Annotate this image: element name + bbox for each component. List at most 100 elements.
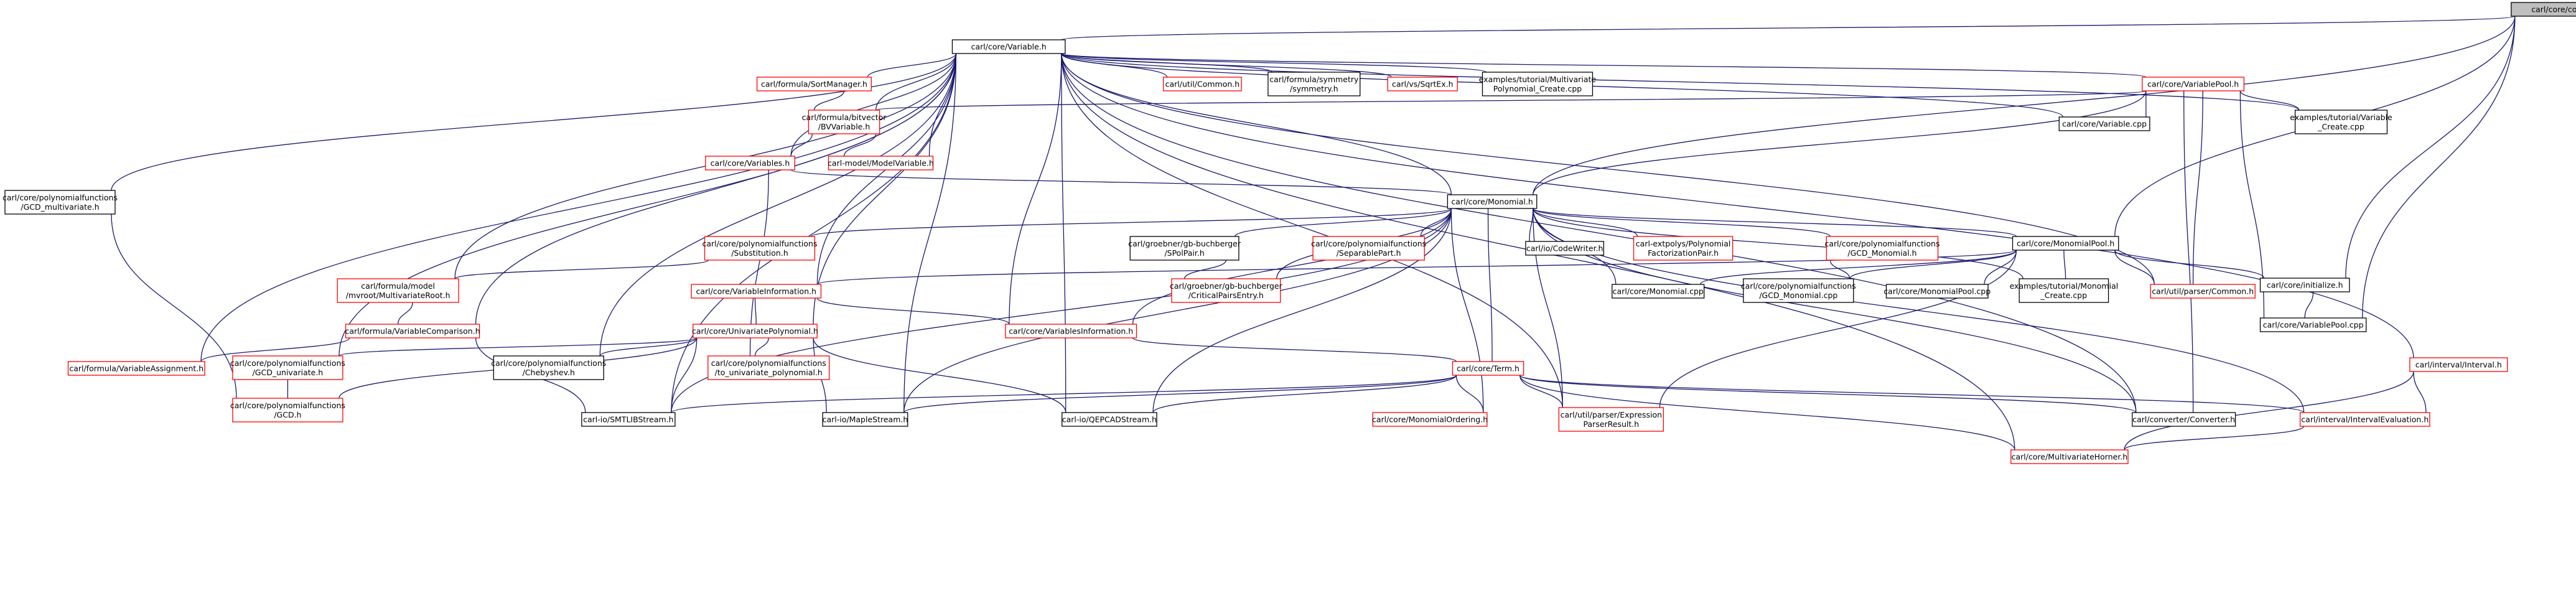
- node-SPolPair[interactable]: carl/groebner/gb-buchberger/SPolPair.h: [1128, 236, 1241, 261]
- node-Term_h[interactable]: carl/core/Term.h: [1452, 361, 1524, 376]
- node-box: [1129, 236, 1239, 261]
- node-Monomial_h[interactable]: carl/core/Monomial.h: [1447, 194, 1538, 209]
- node-GCD_Monomial_h[interactable]: carl/core/polynomialfunctions/GCD_Monomi…: [1824, 236, 1940, 261]
- node-GCD_univariate[interactable]: carl/core/polynomialfunctions/GCD_univar…: [230, 355, 345, 380]
- edge-UnivariatePolynomial-to-to_univariate: [754, 332, 772, 357]
- node-config[interactable]: carl/core/config.h: [2511, 2, 2576, 17]
- node-label: /mvroot/MultivariateRoot.h: [346, 291, 450, 300]
- node-ExpressionParserResult[interactable]: carl/util/parser/ExpressionParserResult.…: [1558, 407, 1664, 432]
- node-tut_multivariate[interactable]: examples/tutorial/MultivariatePolynomial…: [1479, 72, 1597, 96]
- node-box: [4, 190, 116, 215]
- node-label: carl/vs/SqrtEx.h: [1392, 80, 1454, 89]
- node-Converter[interactable]: carl/converter/Converter.h: [2132, 412, 2236, 427]
- node-SeparablePart[interactable]: carl/core/polynomialfunctions/SeparableP…: [1311, 236, 1426, 261]
- node-CodeWriter[interactable]: carl/io/CodeWriter.h: [1525, 241, 1605, 256]
- node-Variable_h[interactable]: carl/core/Variable.h: [951, 39, 1066, 54]
- edge-Variable_h-to-GCD_univariate: [338, 48, 959, 357]
- node-VariableComparison[interactable]: carl/formula/VariableComparison.h: [345, 324, 480, 339]
- edge-Term_h-to-MonomialOrdering: [1453, 370, 1484, 413]
- node-box: [1612, 284, 1705, 299]
- edge-MonomialPool_h-to-VariableInformation: [816, 245, 2020, 285]
- node-initialize[interactable]: carl/core/initialize.h: [2259, 278, 2350, 292]
- node-VariablePool_cpp[interactable]: carl/core/VariablePool.cpp: [2259, 317, 2367, 332]
- node-mvroot[interactable]: carl/formula/model/mvroot/MultivariateRo…: [337, 278, 459, 303]
- edge-VariableInformation-to-UnivariatePolynomial: [752, 292, 758, 325]
- node-box: [828, 156, 934, 171]
- edge-Variable_h-to-GCD_multivariate: [111, 48, 959, 191]
- edge-config-to-initialize: [2345, 11, 2518, 279]
- node-label: carl-io/SMTLIBStream.h: [583, 415, 673, 424]
- edge-VariablePool_h-to-BVVariable: [875, 85, 2150, 111]
- node-Common_util[interactable]: carl/util/Common.h: [1163, 77, 1242, 91]
- node-GCD_h[interactable]: carl/core/polynomialfunctions/GCD.h: [230, 398, 345, 423]
- node-CriticalPairsEntry[interactable]: carl/groebner/gb-buchberger/CriticalPair…: [1170, 278, 1283, 303]
- node-label: /GCD_Monomial.cpp: [1759, 291, 1837, 300]
- edge-VariablePool_h-to-Monomial_h: [1533, 85, 2149, 195]
- node-tut_variable[interactable]: examples/tutorial/Variable_Create.cpp: [2290, 110, 2392, 134]
- node-box: [756, 77, 872, 91]
- node-box: [2294, 110, 2388, 134]
- node-MonomialOrdering[interactable]: carl/core/MonomialOrdering.h: [1372, 412, 1488, 427]
- node-label: /Chebyshev.h: [523, 368, 575, 377]
- node-IntervalEvaluation[interactable]: carl/interval/IntervalEvaluation.h: [2299, 412, 2430, 427]
- node-box: [581, 412, 676, 427]
- node-GCD_multivariate[interactable]: carl/core/polynomialfunctions/GCD_multiv…: [2, 190, 118, 215]
- node-label: carl/util/Common.h: [1165, 80, 1240, 89]
- edge-UnivariatePolynomial-to-Chebyshev: [599, 332, 700, 357]
- node-SqrtEx[interactable]: carl/vs/SqrtEx.h: [1387, 77, 1458, 91]
- edge-SortManager-to-BVVariable: [813, 85, 847, 111]
- node-label: carl/core/polynomialfunctions: [702, 239, 817, 248]
- node-Interval[interactable]: carl/interval/Interval.h: [2409, 357, 2508, 372]
- edge-Monomial_h-to-MonomialOrdering: [1448, 203, 1484, 413]
- node-label: carl/formula/symmetry: [1269, 75, 1359, 84]
- node-FactorizationPair[interactable]: carl-extpolys/PolynomialFactorizationPai…: [1633, 236, 1734, 261]
- node-symmetry[interactable]: carl/formula/symmetry/symmetry.h: [1267, 72, 1361, 96]
- node-box: [1062, 412, 1157, 427]
- node-box: [951, 39, 1066, 54]
- node-MapleStream[interactable]: carl-io/MapleStream.h: [822, 412, 908, 427]
- node-box: [2132, 412, 2236, 427]
- node-Chebyshev[interactable]: carl/core/polynomialfunctions/Chebyshev.…: [491, 355, 606, 380]
- node-box: [808, 110, 880, 134]
- node-label: _Create.cpp: [2040, 291, 2088, 300]
- node-UnivariatePolynomial[interactable]: carl/core/UnivariatePolynomial.h: [692, 324, 818, 339]
- node-label: carl/core/UnivariatePolynomial.h: [692, 327, 818, 336]
- edge-Variable_h-to-SMTLIBStream: [671, 48, 959, 413]
- node-SortManager[interactable]: carl/formula/SortManager.h: [756, 77, 872, 91]
- node-VariablesInformation[interactable]: carl/core/VariablesInformation.h: [1005, 324, 1137, 339]
- node-box: [1525, 241, 1605, 256]
- node-QEPCADStream[interactable]: carl-io/QEPCADStream.h: [1062, 412, 1157, 427]
- node-VariableInformation[interactable]: carl/core/VariableInformation.h: [691, 284, 822, 299]
- edge-MonomialPool_h-to-Monomial_cpp: [1700, 245, 2020, 285]
- node-MultivariateHorner[interactable]: carl/core/MultivariateHorner.h: [2010, 449, 2129, 464]
- node-Substitution[interactable]: carl/core/polynomialfunctions/Substituti…: [702, 236, 817, 261]
- edge-UnivariatePolynomial-to-GCD_univariate: [338, 332, 700, 357]
- node-label: carl/groebner/gb-buchberger: [1170, 281, 1283, 291]
- node-GCD_Monomial_cpp[interactable]: carl/core/polynomialfunctions/GCD_Monomi…: [1741, 278, 1856, 303]
- node-box: [67, 361, 205, 376]
- node-parser_Common[interactable]: carl/util/parser/Common.h: [2150, 284, 2256, 299]
- node-VariablePool_h[interactable]: carl/core/VariablePool.h: [2142, 77, 2245, 91]
- node-SMTLIBStream[interactable]: carl-io/SMTLIBStream.h: [581, 412, 676, 427]
- node-to_univariate[interactable]: carl/core/polynomialfunctions/to_univari…: [707, 355, 830, 380]
- node-MonomialPool_cpp[interactable]: carl/core/MonomialPool.cpp: [1883, 284, 1990, 299]
- node-Variables_h[interactable]: carl/core/Variables.h: [705, 156, 795, 171]
- node-ModelVariable[interactable]: carl-model/ModelVariable.h: [828, 156, 934, 171]
- edge-MonomialPool_h-to-initialize: [2112, 245, 2265, 279]
- node-tut_monomial[interactable]: examples/tutorial/Monomial_Create.cpp: [2010, 278, 2119, 303]
- edge-Monomial_h-to-VariablesInformation: [1132, 203, 1455, 325]
- node-label: carl/interval/IntervalEvaluation.h: [2301, 415, 2429, 424]
- node-BVVariable[interactable]: carl/formula/bitvector/BVVariable.h: [802, 110, 887, 134]
- node-Variable_cpp[interactable]: carl/core/Variable.cpp: [2058, 116, 2150, 131]
- edge-config-to-VariablePool_cpp: [2362, 11, 2518, 319]
- node-Monomial_cpp[interactable]: carl/core/Monomial.cpp: [1612, 284, 1705, 299]
- node-box: [1372, 412, 1488, 427]
- edge-Monomial_h-to-MonomialPool_h: [1529, 203, 2017, 237]
- edge-MonomialPool_h-to-GCD_Monomial_cpp: [1849, 245, 2020, 279]
- node-label: carl/core/VariablePool.cpp: [2263, 320, 2364, 330]
- node-MonomialPool_h[interactable]: carl/core/MonomialPool.h: [2012, 236, 2119, 251]
- node-label: /BVVariable.h: [818, 122, 870, 131]
- node-box: [1312, 236, 1425, 261]
- node-VariableAssignment[interactable]: carl/formula/VariableAssignment.h: [67, 361, 205, 376]
